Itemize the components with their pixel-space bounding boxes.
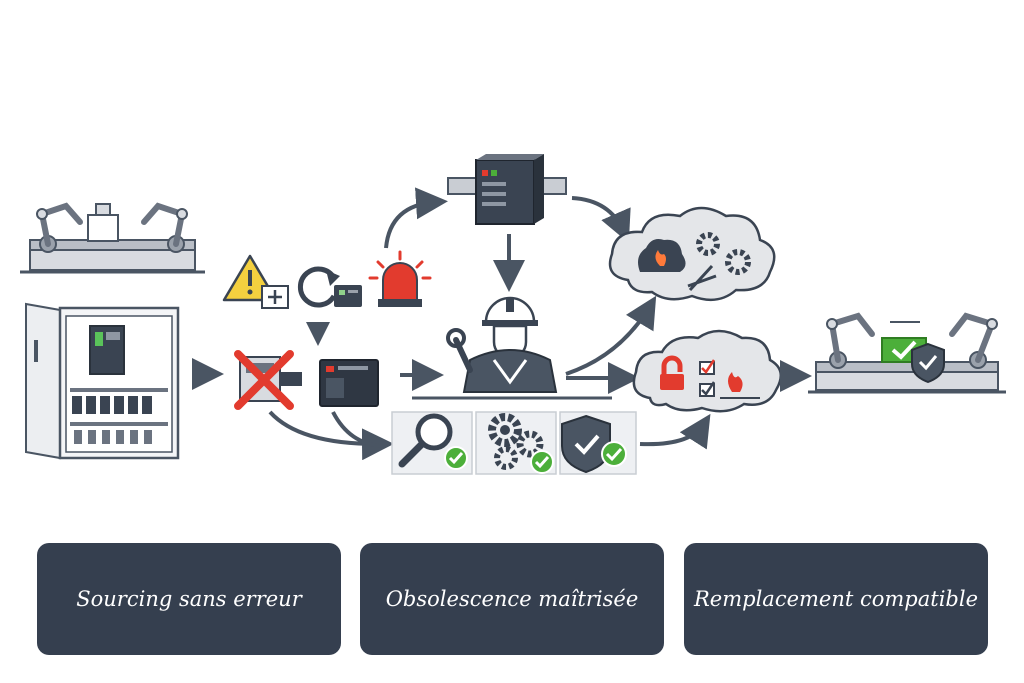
replacement-module-icon [319, 359, 379, 407]
cloud-fire-gears-icon [608, 206, 776, 302]
technician-icon [412, 296, 612, 400]
cloud-checklist-icon [632, 329, 783, 413]
factory-robot-line-icon [20, 202, 205, 274]
card-sourcing: Sourcing sans erreur [37, 543, 341, 655]
din-rail-module-icon [447, 154, 567, 225]
warning-sign-icon [222, 254, 289, 309]
magnifier-check-icon [391, 411, 473, 475]
card-replacement: Remplacement compatible [684, 543, 988, 655]
card-label: Obsolescence maîtrisée [385, 587, 639, 611]
gears-check-icon [475, 411, 557, 475]
alarm-light-icon [368, 250, 432, 307]
card-label: Sourcing sans erreur [76, 587, 302, 611]
rejected-module-icon [234, 350, 302, 410]
electrical-cabinet-icon [25, 302, 180, 460]
shield-check-icon [559, 411, 637, 475]
card-obsolescence: Obsolescence maîtrisée [360, 543, 664, 655]
card-label: Remplacement compatible [693, 587, 979, 611]
validated-production-line-icon [808, 312, 1006, 394]
reload-icon [297, 266, 362, 308]
